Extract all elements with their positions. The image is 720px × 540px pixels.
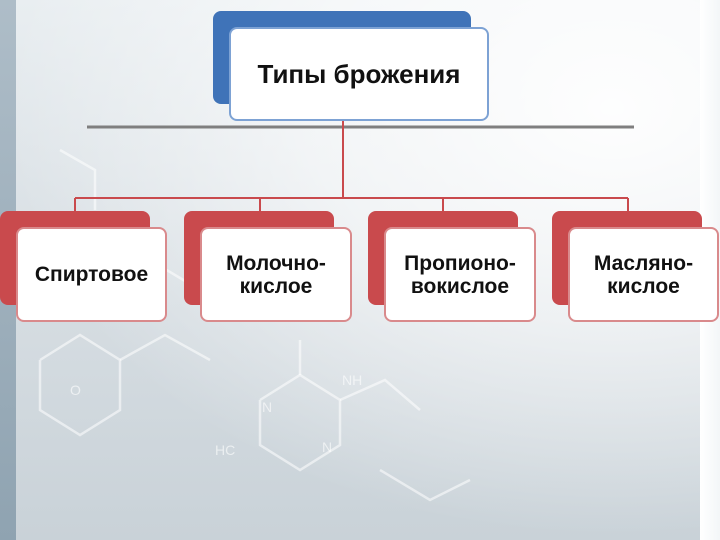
child-node-label: Масляно- кислое <box>593 251 694 298</box>
child-node-label: Пропионо- вокислое <box>404 251 516 298</box>
svg-text:N: N <box>262 399 272 415</box>
svg-text:O: O <box>70 382 81 398</box>
svg-text:N: N <box>322 439 332 455</box>
child-node-label: Спиртовое <box>34 263 149 286</box>
root-node: Типы брожения <box>229 27 489 121</box>
child-node: Пропионо- вокислое <box>384 227 536 322</box>
child-node: Спиртовое <box>16 227 167 322</box>
root-node-label: Типы брожения <box>257 59 461 89</box>
child-node-label: Молочно- кислое <box>226 251 326 298</box>
child-node: Масляно- кислое <box>568 227 719 322</box>
svg-text:NH: NH <box>342 372 362 388</box>
svg-text:HC: HC <box>215 442 235 458</box>
child-node: Молочно- кислое <box>200 227 352 322</box>
